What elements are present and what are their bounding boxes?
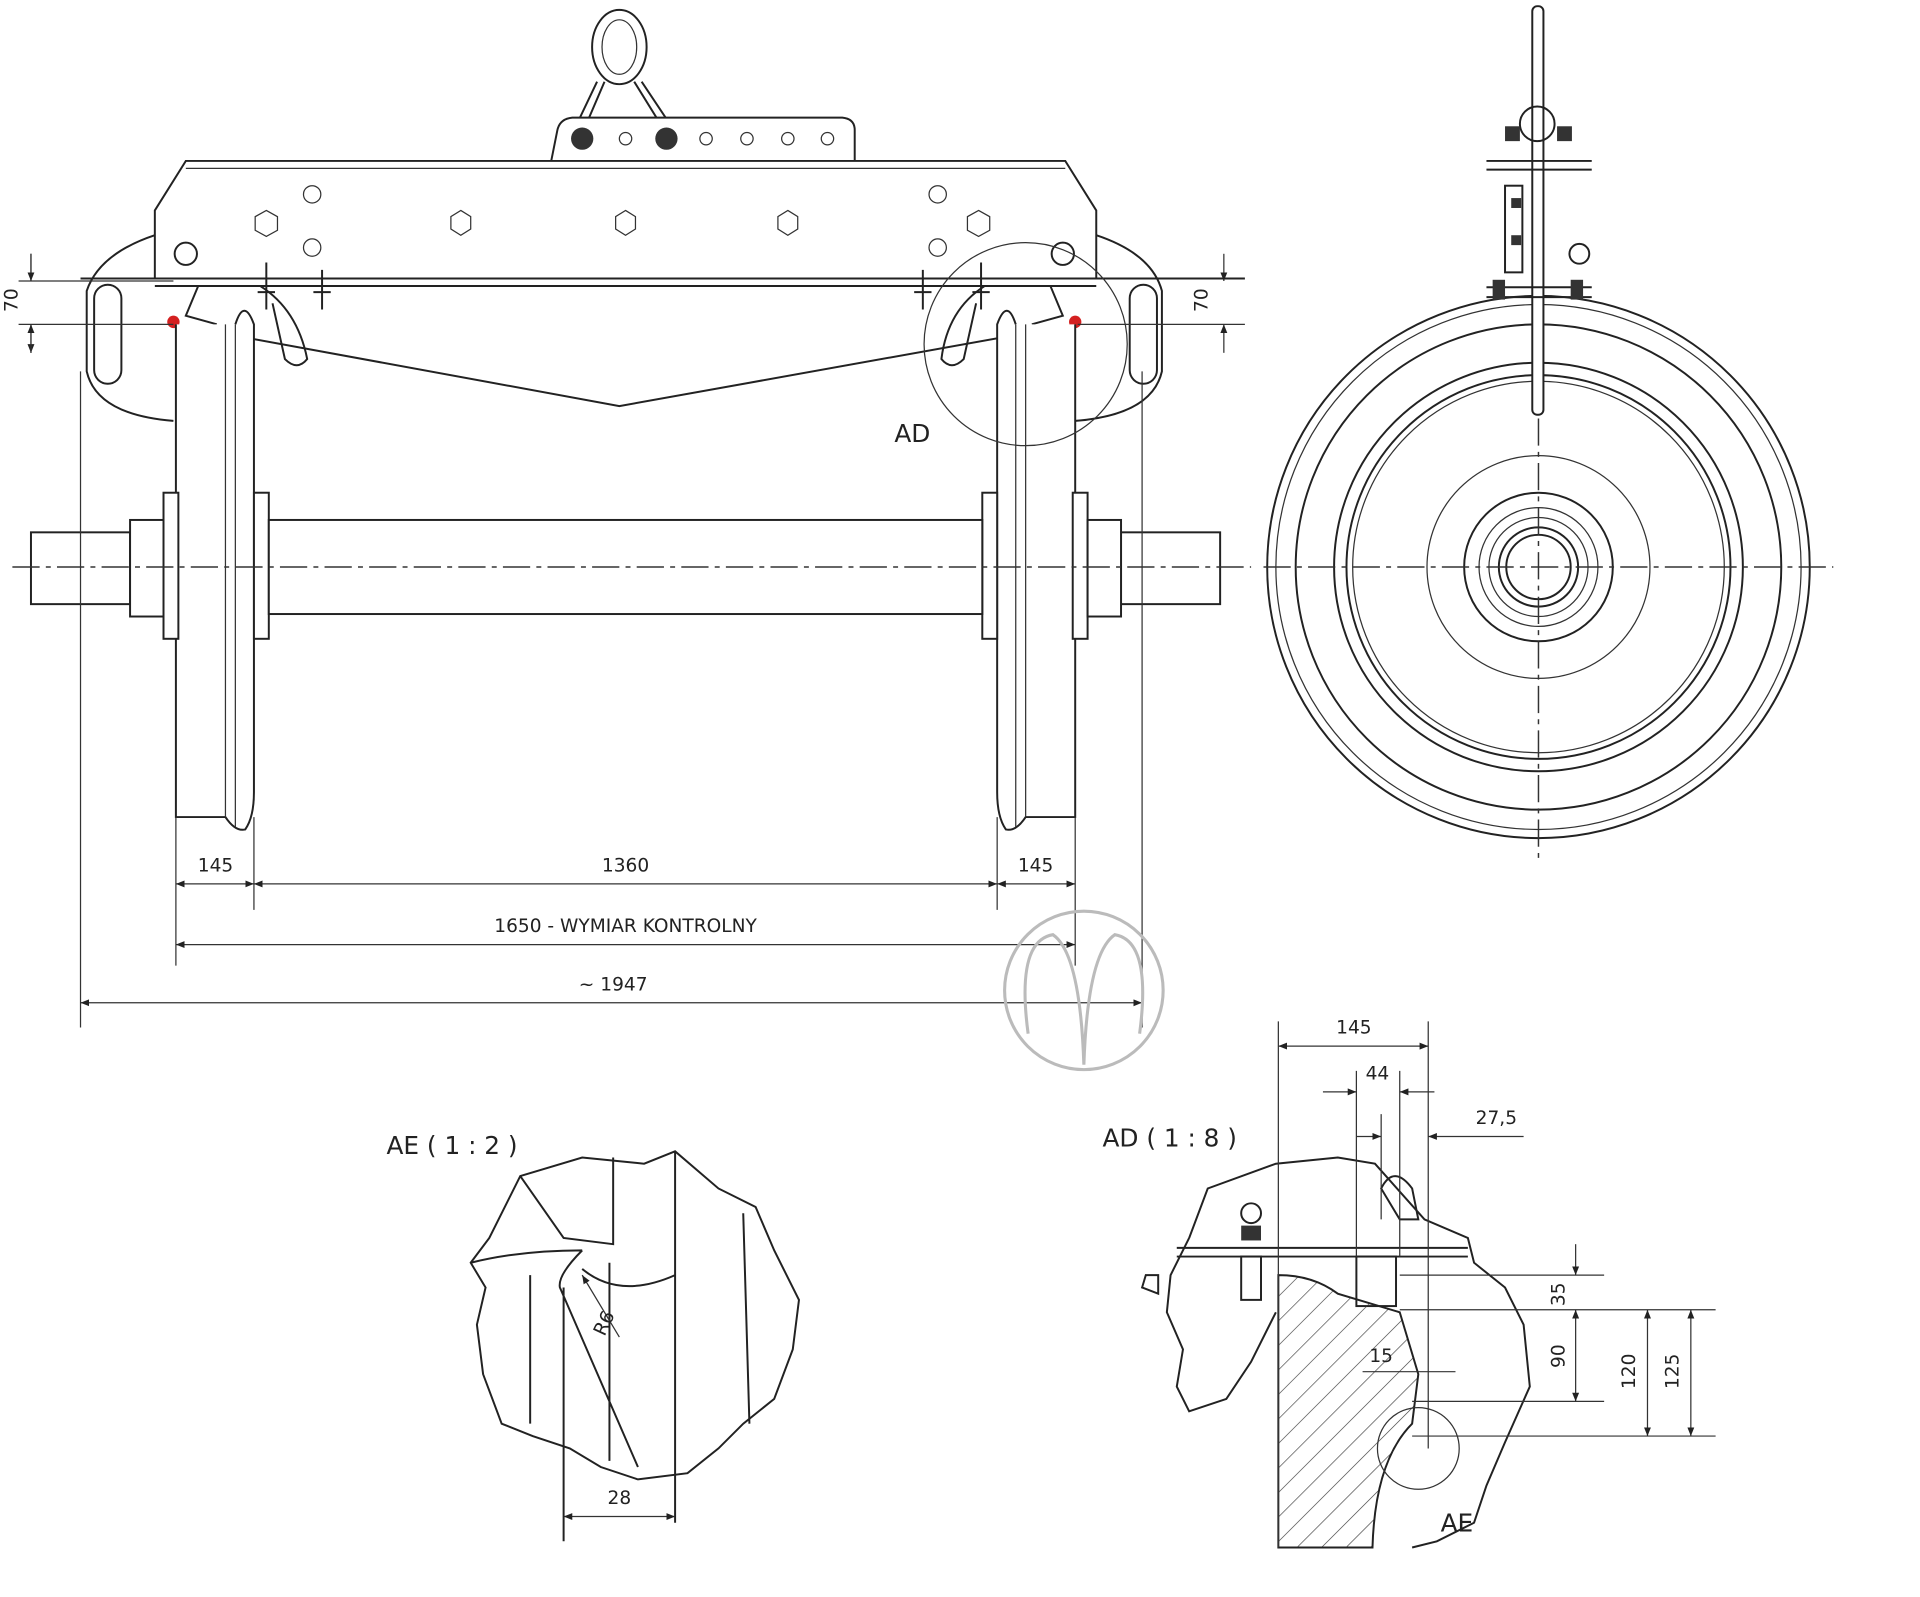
detail-ad-dim-145: 145 <box>1336 1018 1371 1039</box>
left-wheel <box>162 309 270 831</box>
lifting-shackle <box>550 8 856 162</box>
right-lifting-ear <box>1075 234 1163 422</box>
side-view <box>1263 5 1834 861</box>
detail-ad-dim-120: 120 <box>1619 1354 1640 1389</box>
front-view: AD 70 70 145 1360 145 1650 - WYMIAR KONT… <box>1 8 1252 1072</box>
detail-ad-dim-90: 90 <box>1548 1344 1569 1368</box>
watermark-logo <box>1003 909 1165 1072</box>
hatched-rail-section <box>1277 1274 1420 1549</box>
detail-ae-callout: AE <box>1441 1508 1474 1537</box>
dim-wheel-left: 145 <box>198 856 233 877</box>
detail-ad-dim-125: 125 <box>1662 1354 1683 1389</box>
dim-control: 1650 - WYMIAR KONTROLNY <box>494 916 757 937</box>
dim-right-70: 70 <box>1192 288 1213 312</box>
detail-ae: AE ( 1 : 2 ) R6 28 <box>386 1131 800 1542</box>
detail-ae-radius: R6 <box>590 1308 619 1339</box>
side-hanger <box>1486 5 1592 416</box>
dim-left-70: 70 <box>1 288 22 312</box>
dim-overall: ~ 1947 <box>579 974 648 995</box>
detail-ad: AD ( 1 : 8 ) AE 145 44 27,5 35 90 120 12… <box>1102 1018 1716 1549</box>
detail-ad-dim-27-5: 27,5 <box>1476 1108 1517 1129</box>
sling-line <box>173 323 1076 408</box>
detail-ad-callout: AD <box>894 419 930 448</box>
detail-ad-dim-15: 15 <box>1369 1346 1393 1367</box>
detail-ad-title: AD ( 1 : 8 ) <box>1102 1123 1237 1152</box>
detail-ad-dim-44: 44 <box>1366 1064 1390 1085</box>
lifting-beam <box>80 159 1245 367</box>
right-wheel <box>981 309 1089 831</box>
detail-ae-circle <box>1376 1406 1460 1490</box>
detail-ae-width: 28 <box>608 1488 632 1509</box>
detail-ae-title: AE ( 1 : 2 ) <box>386 1131 517 1160</box>
left-lifting-ear <box>85 234 174 422</box>
dim-wheel-right: 145 <box>1018 856 1053 877</box>
detail-ad-circle <box>923 242 1128 447</box>
dim-track-inner: 1360 <box>602 856 649 877</box>
detail-ad-dim-35: 35 <box>1548 1282 1569 1306</box>
